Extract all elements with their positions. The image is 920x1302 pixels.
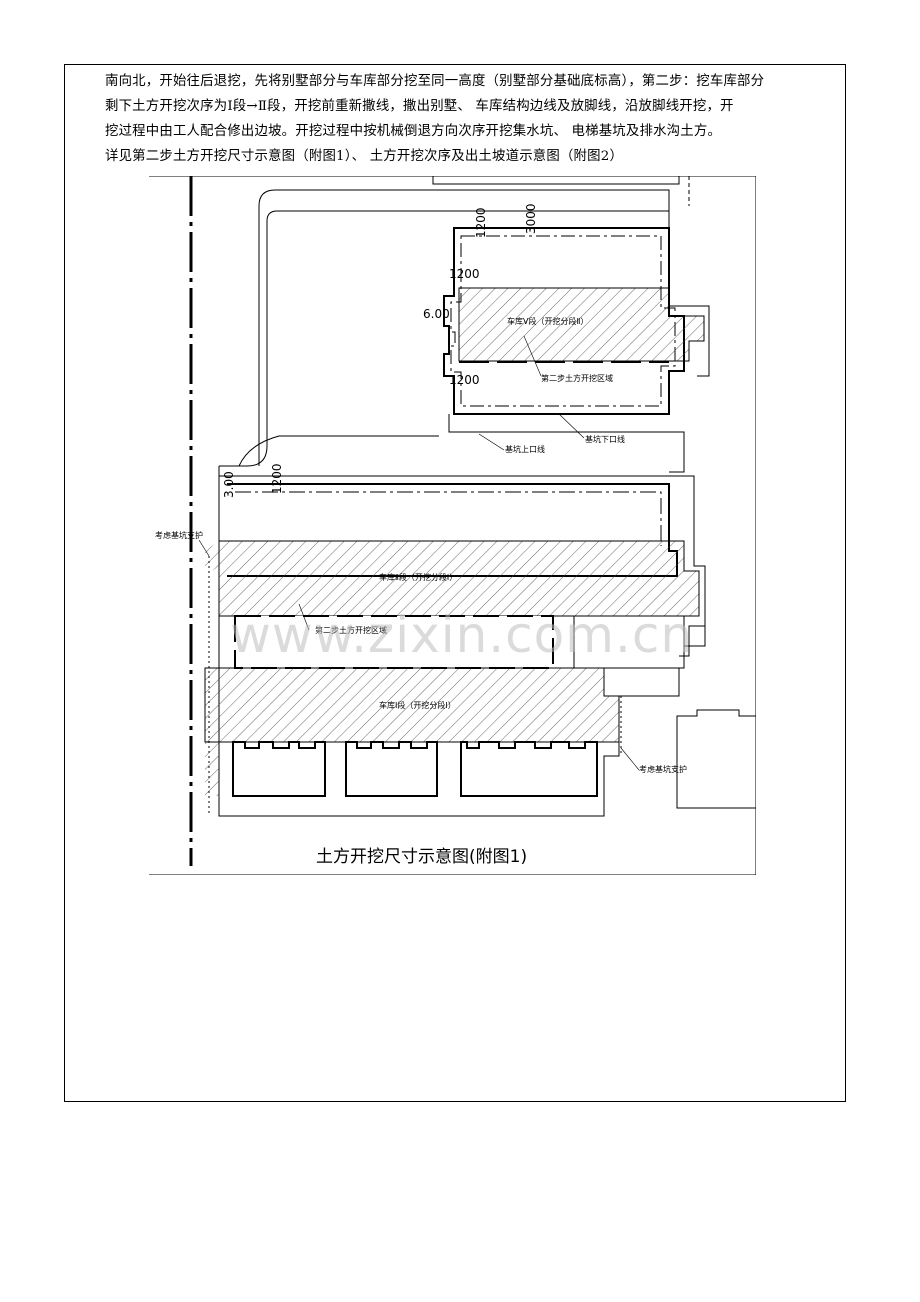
body-line-1: 南向北，开始往后退挖，先将别墅部分与车库部分挖至同一高度（别墅部分基础底标高），… [105,74,765,89]
road-outline [219,189,670,467]
label-garage-i: 车库Ⅰ段（开挖分段Ⅰ） [379,700,456,710]
document-frame: 南向北，开始往后退挖，先将别墅部分与车库部分挖至同一高度（别墅部分基础底标高），… [64,64,846,1102]
road-top-edge [432,176,680,185]
step2-region-c [573,615,685,669]
leader-support-left [198,539,210,557]
garage-ii-inner-line [235,491,662,546]
garage-ii-hatched [218,540,700,617]
label-support-right: 考虑基坑支护 [639,764,687,774]
villa-block-1 [232,741,326,797]
step2-region-b [234,615,554,669]
dim-1200-left-a: 1200 [449,267,480,281]
leader-step2-b [298,603,310,631]
upper-line-b [668,206,710,377]
garage-edge-hatch-b [205,742,219,796]
dim-300: 3.00 [222,471,236,498]
label-garage-v: 车库Ⅴ段（开挖分段Ⅱ） [507,316,588,326]
dim-3000: 3000 [524,203,538,234]
garage-edge-hatch [205,541,219,576]
leader-support-right [620,747,640,771]
body-line-3: 挖过程中由工人配合修出边坡。开挖过程中按机械倒退方向次序开挖集水坑、 电梯基坑及… [105,124,722,139]
excavation-figure: 3000 1200 1200 6.00 1200 车库Ⅴ段（开挖分段Ⅱ） 第二步… [149,176,756,875]
villa-block-2 [345,741,438,797]
neighbour-building [676,709,756,809]
lower-pit-boundary [218,466,706,817]
dim-1200-top: 1200 [474,207,488,238]
leader-upper-line [478,433,505,451]
leader-step2-a [523,335,542,377]
label-step2-a: 第二步土方开挖区域 [541,373,613,383]
label-step2-b: 第二步土方开挖区域 [315,625,387,635]
label-upper-line: 基坑上口线 [505,444,545,454]
figure-title: 土方开挖尺寸示意图(附图1) [316,847,527,867]
label-lower-line: 基坑下口线 [585,434,625,444]
villa-block-3 [460,741,598,797]
excavation-drawing: 3000 1200 1200 6.00 1200 车库Ⅴ段（开挖分段Ⅱ） 第二步… [149,176,756,875]
dim-1200-mid: 1200 [270,463,284,494]
watermark: www.zixin.com.cn [230,606,694,664]
body-line-4: 详见第二步土方开挖尺寸示意图（附图1）、 土方开挖次序及出土坡道示意图（附图2） [105,149,624,164]
dim-1200-left-b: 1200 [449,373,480,387]
road-curve [238,435,439,467]
leader-lower-line [558,413,585,439]
dim-600: 6.00 [423,307,450,321]
upper-line-a [448,414,685,473]
body-paragraph: 南向北，开始往后退挖，先将别墅部分与车库部分挖至同一高度（别墅部分基础底标高），… [105,69,841,169]
label-garage-ii: 车库Ⅱ段（开挖分段Ⅰ） [379,572,457,582]
upper-pit-inner-line [450,235,676,407]
body-line-2: 剩下土方开挖次序为Ⅰ段→Ⅱ段，开挖前重新撒线，撒出别墅、 车库结构边线及放脚线，… [105,99,734,114]
label-support-left: 考虑基坑支护 [155,530,203,540]
right-step-line [679,625,705,657]
